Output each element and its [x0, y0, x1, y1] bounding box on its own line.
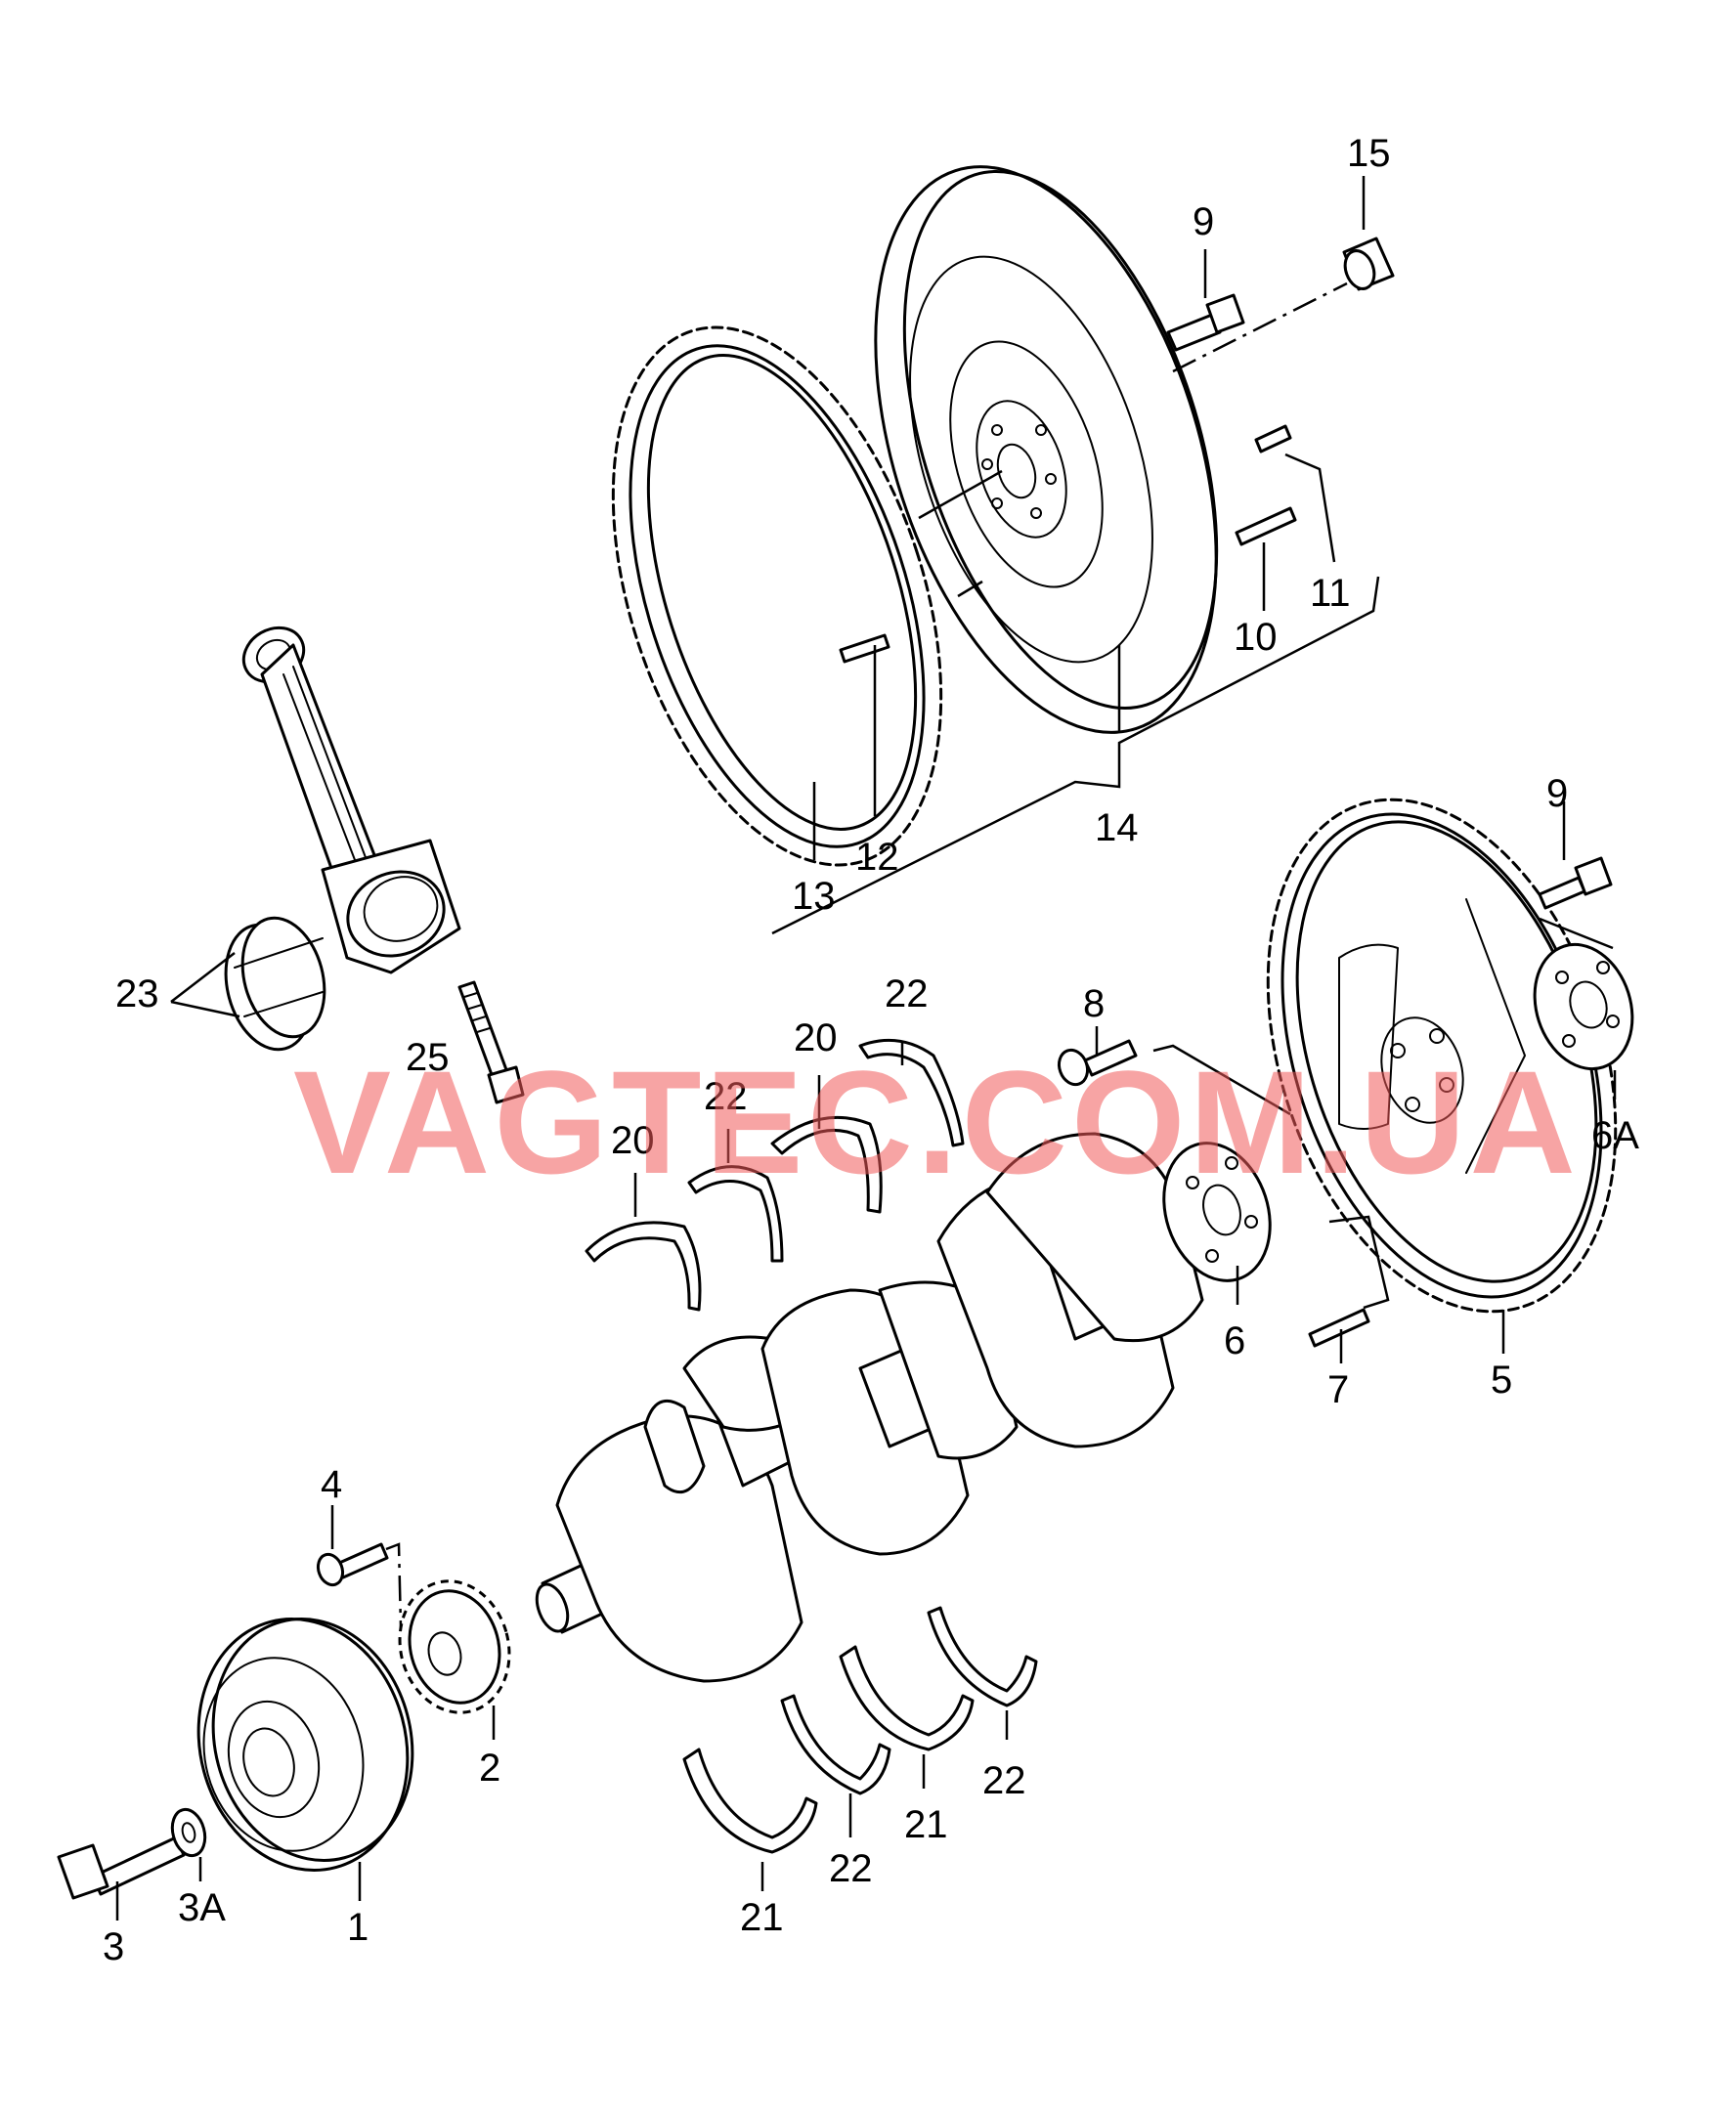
callout-22-bottom-mid: 22: [829, 1847, 873, 1890]
leader-lines: [115, 176, 1617, 1921]
thrust-washer-22-a: [687, 1165, 784, 1263]
dowel-pin-10: [1235, 506, 1297, 546]
crankshaft: [535, 1132, 1204, 1683]
pulley-bolt-4: [316, 1542, 389, 1587]
thrust-washer-22-c: [780, 1694, 891, 1795]
crankshaft-pulley-1: [196, 1618, 414, 1872]
callout-13: 13: [792, 875, 836, 918]
callout-20-left: 20: [611, 1119, 655, 1162]
main-bearing-shell-20-b: [770, 1115, 883, 1214]
callout-3a: 3A: [178, 1886, 226, 1929]
callout-11: 11: [1310, 572, 1351, 615]
callout-20-right: 20: [794, 1016, 838, 1059]
callout-labels: 15 9 11 10 12 13 14 9 8 22 20 22 20 6A 2…: [103, 132, 1639, 1968]
callout-5: 5: [1491, 1359, 1512, 1402]
rod-bearing-shell-23: [224, 916, 326, 1052]
callout-1: 1: [347, 1906, 369, 1949]
main-bearing-shell-20-a: [585, 1221, 702, 1312]
dowel-pin-7: [1308, 1308, 1370, 1348]
main-bearing-shell-21-b: [839, 1645, 975, 1751]
callout-10: 10: [1234, 616, 1278, 659]
dowel-pin-11: [1254, 424, 1292, 453]
callout-25: 25: [406, 1036, 450, 1079]
callout-3: 3: [103, 1925, 124, 1968]
starter-ring-gear-13: [611, 325, 943, 867]
callout-4: 4: [321, 1463, 342, 1506]
callout-22-mid: 22: [704, 1075, 748, 1118]
washer-3a: [170, 1807, 207, 1858]
dowel-pin-12: [839, 633, 890, 664]
callout-6: 6: [1224, 1319, 1245, 1362]
callout-9-right: 9: [1546, 772, 1568, 815]
callout-21-right: 21: [904, 1803, 948, 1846]
thrust-washer-22-d: [927, 1606, 1038, 1707]
connecting-rod: [241, 626, 461, 974]
watermark: VAGTEC.COM.UA: [293, 1040, 1580, 1204]
main-bearing-shell-21-a: [682, 1748, 818, 1854]
callout-22-bottom-right: 22: [982, 1759, 1026, 1802]
thrust-washer-22-b: [858, 1038, 965, 1147]
callout-15: 15: [1347, 132, 1391, 175]
drive-plate-bolt-9: [1538, 856, 1613, 910]
pilot-bearing-15: [1342, 237, 1395, 291]
timing-sprocket-2: [398, 1579, 511, 1714]
clamping-plate-6a: [1533, 942, 1634, 1071]
pulley-bolt-3: [57, 1835, 186, 1900]
callout-8: 8: [1083, 982, 1105, 1025]
callout-6a: 6A: [1591, 1114, 1639, 1157]
callout-7: 7: [1327, 1368, 1349, 1411]
rod-bolt-25: [457, 980, 525, 1104]
flywheel-bolt-9: [1166, 293, 1245, 352]
spacer-plate-6: [1162, 1142, 1272, 1282]
callout-2: 2: [479, 1747, 500, 1790]
callout-9-top: 9: [1193, 200, 1214, 243]
callout-14: 14: [1095, 806, 1139, 849]
callout-12: 12: [855, 836, 899, 879]
callout-21-left: 21: [740, 1896, 784, 1939]
callout-23: 23: [115, 972, 159, 1015]
drive-plate-bolt-8: [1057, 1039, 1138, 1087]
callout-22-top: 22: [885, 972, 929, 1015]
